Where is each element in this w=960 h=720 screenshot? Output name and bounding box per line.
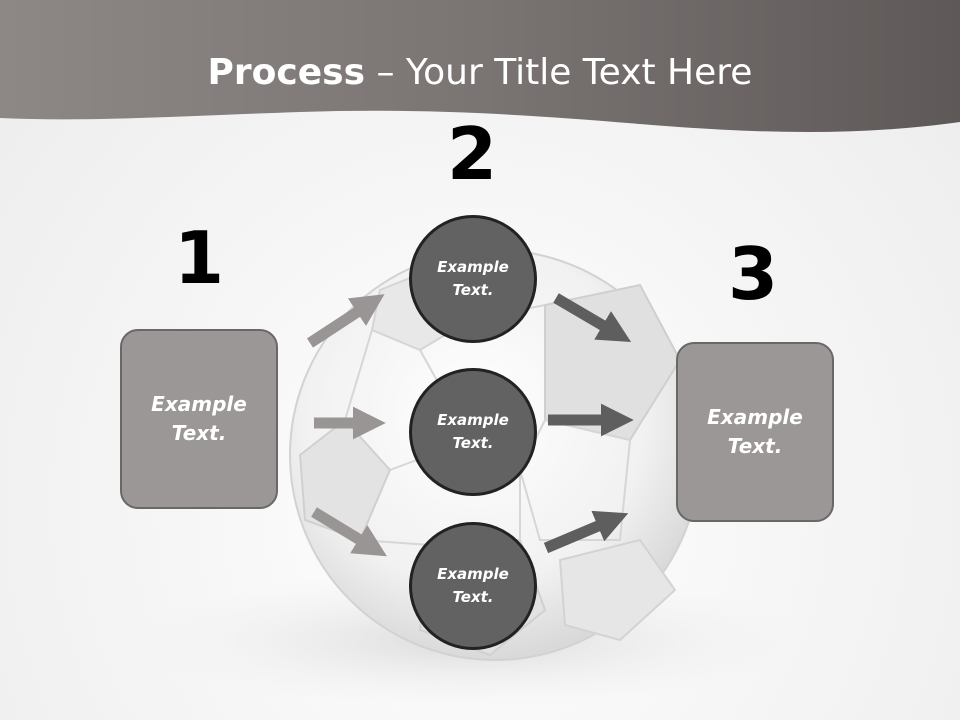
step-number-3: 3 xyxy=(727,232,779,316)
step-number-1: 1 xyxy=(173,216,225,300)
circle-top-text: Example Text. xyxy=(437,258,509,299)
circle-bottom-text: Example Text. xyxy=(437,565,509,606)
page-title: Process – Your Title Text Here xyxy=(0,52,960,93)
step-3-text: Example Text. xyxy=(707,405,803,458)
step-2-circle-middle: Example Text. xyxy=(409,368,537,496)
step-number-2: 2 xyxy=(446,112,498,196)
header-band xyxy=(0,0,960,132)
title-rest: – Your Title Text Here xyxy=(365,52,753,93)
step-2-circle-top: Example Text. xyxy=(409,215,537,343)
title-bold: Process xyxy=(207,52,366,93)
step-1-box: Example Text. xyxy=(120,329,278,509)
circle-middle-text: Example Text. xyxy=(437,411,509,452)
step-3-box: Example Text. xyxy=(676,342,834,522)
step-1-text: Example Text. xyxy=(151,392,247,445)
step-2-circle-bottom: Example Text. xyxy=(409,522,537,650)
